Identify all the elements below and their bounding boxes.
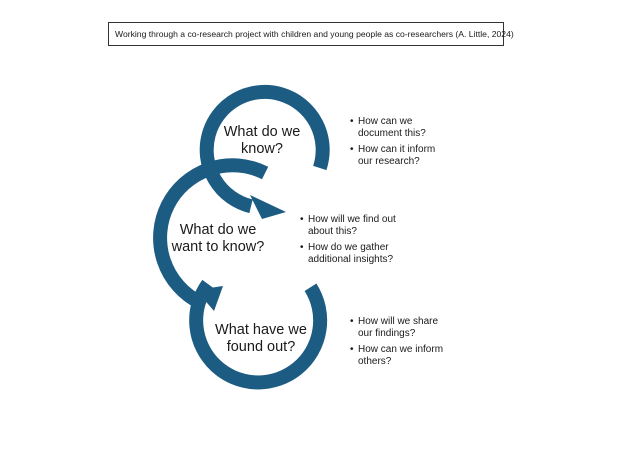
bullet-item: How will we find out about this? [300,214,415,238]
loop-ring-1 [199,84,330,214]
loop-bullets-1: How can we document this? How can it inf… [350,116,450,172]
loop-bullets-3: How will we share our findings? How can … [350,316,450,372]
loop-ring-3 [189,279,328,390]
loop-question-2: What do we want to know? [171,222,265,255]
loop-bullets-2: How will we find out about this? How do … [300,214,415,270]
bullet-item: How can it inform our research? [350,144,450,168]
loop-question-3: What have we found out? [215,322,307,355]
diagram-title: Working through a co-research project wi… [108,22,514,46]
bullet-item: How can we document this? [350,116,450,140]
bullet-item: How can we inform others? [350,344,450,368]
loop-arrow-2 [196,286,223,311]
bullet-item: How do we gather additional insights? [300,242,415,266]
loop-arrow-1 [250,195,286,219]
loop-question-1: What do we know? [223,124,301,157]
loop-ring-2 [153,158,269,309]
bullet-item: How will we share our findings? [350,316,450,340]
